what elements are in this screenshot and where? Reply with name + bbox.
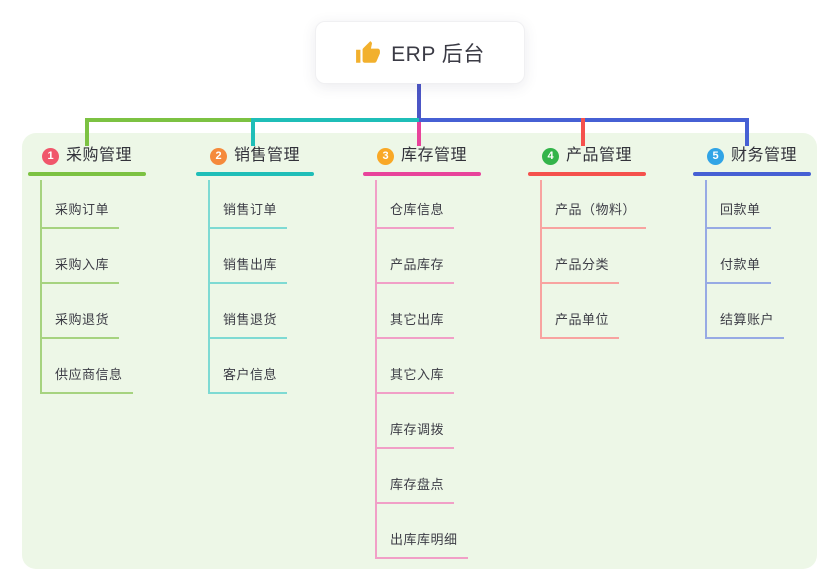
child-node[interactable]: 其它入库 xyxy=(377,339,455,394)
branch-number-badge: 2 xyxy=(210,147,227,165)
child-node[interactable]: 回款单 xyxy=(707,180,771,229)
branch-children-sales: 销售订单 销售出库 销售退货 客户信息 xyxy=(208,180,288,394)
branch-number-badge: 4 xyxy=(542,147,559,165)
child-node[interactable]: 其它出库 xyxy=(377,284,455,339)
child-node[interactable]: 销售订单 xyxy=(210,180,288,229)
connector-drop-3 xyxy=(417,122,421,146)
branch-children-purchase: 采购订单 采购入库 采购退货 供应商信息 xyxy=(40,180,133,394)
branches-panel xyxy=(22,133,817,569)
branch-head-product[interactable]: 4 产品管理 xyxy=(528,145,647,176)
branch-number-badge: 5 xyxy=(707,147,724,165)
child-node[interactable]: 产品单位 xyxy=(542,284,620,339)
child-node[interactable]: 采购订单 xyxy=(42,180,120,229)
child-node[interactable]: 供应商信息 xyxy=(42,339,133,394)
child-node[interactable]: 仓库信息 xyxy=(377,180,455,229)
branch-number-badge: 3 xyxy=(377,147,394,165)
child-node[interactable]: 出库库明细 xyxy=(377,504,468,559)
connector-root-line xyxy=(417,82,421,120)
branch-number-badge: 1 xyxy=(42,147,59,165)
branch-head-inventory[interactable]: 3 库存管理 xyxy=(363,145,482,176)
child-node[interactable]: 销售退货 xyxy=(210,284,288,339)
branch-head-finance[interactable]: 5 财务管理 xyxy=(693,145,812,176)
child-node[interactable]: 产品（物料） xyxy=(542,180,647,229)
branch-title: 产品管理 xyxy=(566,147,633,164)
connector-rail-segment-1 xyxy=(85,118,254,122)
thumbs-up-icon xyxy=(355,40,381,66)
child-node[interactable]: 库存调拨 xyxy=(377,394,455,449)
connector-rail-segment-2 xyxy=(251,118,419,122)
connector-drop-1 xyxy=(85,118,89,146)
branch-children-inventory: 仓库信息 产品库存 其它出库 其它入库 库存调拨 库存盘点 出库库明细 xyxy=(375,180,468,559)
branch-title: 库存管理 xyxy=(401,147,468,164)
child-node[interactable]: 产品分类 xyxy=(542,229,620,284)
branch-title: 财务管理 xyxy=(731,147,798,164)
child-node[interactable]: 产品库存 xyxy=(377,229,455,284)
branch-head-purchase[interactable]: 1 采购管理 xyxy=(28,145,147,176)
branch-children-finance: 回款单 付款单 结算账户 xyxy=(705,180,785,339)
root-node[interactable]: ERP 后台 xyxy=(315,21,525,84)
connector-drop-2 xyxy=(251,118,255,146)
connector-drop-4 xyxy=(581,118,585,146)
child-node[interactable]: 销售出库 xyxy=(210,229,288,284)
child-node[interactable]: 采购入库 xyxy=(42,229,120,284)
branch-children-product: 产品（物料） 产品分类 产品单位 xyxy=(540,180,647,339)
branch-title: 采购管理 xyxy=(66,147,133,164)
child-node[interactable]: 结算账户 xyxy=(707,284,785,339)
branch-head-sales[interactable]: 2 销售管理 xyxy=(196,145,315,176)
root-label: ERP 后台 xyxy=(391,42,485,66)
connector-drop-5 xyxy=(745,118,749,146)
child-node[interactable]: 客户信息 xyxy=(210,339,288,394)
child-node[interactable]: 采购退货 xyxy=(42,284,120,339)
branch-title: 销售管理 xyxy=(234,147,301,164)
child-node[interactable]: 库存盘点 xyxy=(377,449,455,504)
child-node[interactable]: 付款单 xyxy=(707,229,771,284)
